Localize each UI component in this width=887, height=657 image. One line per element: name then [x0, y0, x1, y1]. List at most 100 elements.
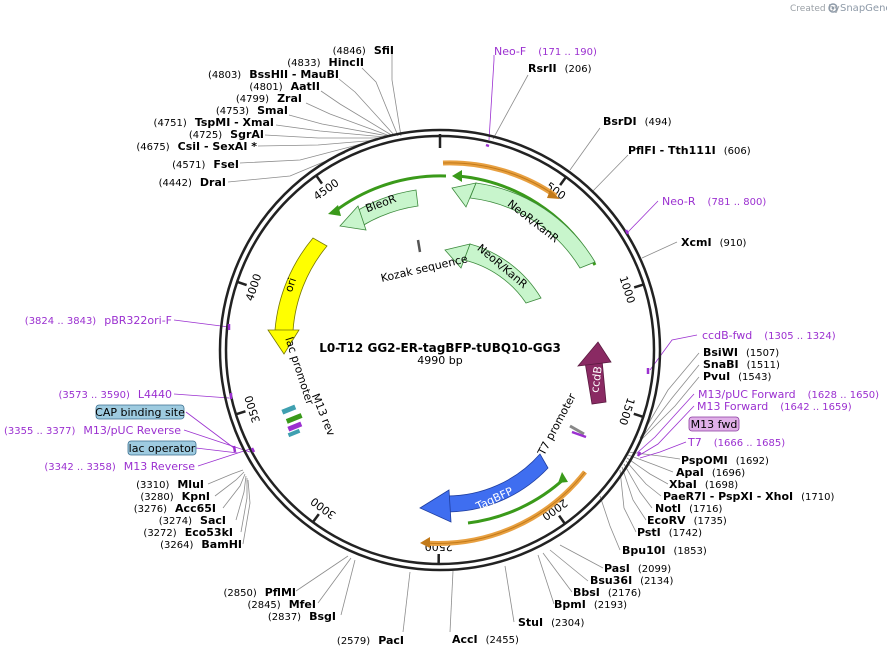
site-position: (4751) — [154, 118, 187, 129]
site-label: KpnI — [182, 490, 210, 503]
site-position: (1543) — [738, 372, 771, 383]
site-label: AatII — [291, 80, 320, 93]
site-label: BsgI — [309, 610, 336, 623]
site-position: (4803) — [208, 70, 241, 81]
site-label: XbaI — [669, 478, 697, 491]
lac-operator-box: lac operator — [127, 440, 197, 456]
feature-neor-inner: NeoR/KanR — [444, 242, 542, 304]
primer-position: (3573 .. 3590) — [58, 390, 130, 401]
site-label: Eco53kI — [185, 526, 233, 539]
lac-operator-label: lac operator — [129, 442, 196, 455]
primer-position: (171 .. 190) — [538, 47, 597, 58]
ccdb-label: ccdB — [588, 365, 605, 393]
site-position: (4571) — [172, 160, 205, 171]
site-position: (2134) — [640, 576, 673, 587]
site-label: BbsI — [573, 586, 600, 599]
green-arc-bottom — [467, 472, 568, 525]
site-position: (4442) — [159, 178, 192, 189]
site-position: (3276) — [134, 504, 167, 515]
site-label: NotI — [655, 502, 681, 515]
site-position: (3274) — [159, 516, 192, 527]
plasmid-length: 4990 bp — [417, 354, 462, 367]
site-label: PaeR7I - PspXI - XhoI — [663, 490, 793, 503]
tick-mark — [311, 513, 320, 523]
site-position: (1716) — [689, 504, 722, 515]
site-label: RsrII — [528, 62, 557, 75]
tick-label: 3500 — [242, 394, 263, 425]
site-label: SnaBI — [703, 358, 739, 371]
site-position: (4833) — [287, 58, 320, 69]
primer-position: (1305 .. 1324) — [764, 331, 836, 342]
primer-label: Neo-F — [494, 45, 526, 58]
site-label: MluI — [177, 478, 204, 491]
site-position: (910) — [720, 238, 747, 249]
site-label: SgrAI — [230, 128, 264, 141]
primer-label: M13 Reverse — [124, 460, 195, 473]
site-position: (4675) — [136, 142, 169, 153]
site-label: DraI — [200, 176, 226, 189]
site-position: (1696) — [712, 468, 745, 479]
site-position: (1507) — [746, 348, 779, 359]
tick-mark — [236, 280, 248, 287]
tick-label: 4500 — [311, 176, 341, 203]
primer-position: (1628 .. 1650) — [808, 390, 880, 401]
site-label: AccI — [452, 633, 478, 646]
cap-site-label: CAP binding site — [95, 406, 185, 419]
site-label: BsiWI — [703, 346, 738, 359]
site-position: (4801) — [249, 82, 282, 93]
site-position: (1742) — [669, 528, 702, 539]
plasmid-name: L0-T12 GG2-ER-tagBFP-tUBQ10-GG3 — [319, 341, 561, 355]
site-label: PvuI — [703, 370, 730, 383]
site-position: (2193) — [594, 600, 627, 611]
feature-t7-promoter: T7 promoter — [535, 391, 587, 459]
site-position: (2845) — [247, 600, 280, 611]
green-arc-bleo — [328, 174, 447, 216]
primer-labels: Neo-F(171 .. 190)Neo-R(781 .. 800)ccdB-f… — [4, 45, 879, 473]
site-position: (3310) — [136, 480, 169, 491]
site-position: (3264) — [160, 540, 193, 551]
tick-label: 1500 — [616, 396, 637, 427]
site-position: (2850) — [223, 588, 256, 599]
primer-position: (1642 .. 1659) — [780, 402, 852, 413]
site-label: XcmI — [681, 236, 712, 249]
snapgene-logo-icon — [828, 3, 838, 13]
tick-mark — [315, 174, 323, 185]
primer-position: (781 .. 800) — [708, 197, 767, 208]
credit-brand: SnapGene — [840, 3, 887, 14]
site-position: (1853) — [674, 546, 707, 557]
primer-label: M13/pUC Reverse — [83, 424, 181, 437]
kozak-label: Kozak sequence — [379, 252, 469, 285]
site-label: SmaI — [257, 104, 288, 117]
site-label: MfeI — [289, 598, 316, 611]
feature-ori: ori — [267, 237, 328, 355]
cap-binding-site-box: CAP binding site — [95, 404, 185, 420]
site-label: SfiI — [374, 44, 394, 57]
site-label: Bpu10I — [622, 544, 666, 557]
primer-label: ccdB-fwd — [702, 329, 752, 342]
site-position: (606) — [724, 146, 751, 157]
site-label: PacI — [378, 634, 404, 647]
primer-position: (1666 .. 1685) — [714, 438, 786, 449]
site-label: FseI — [213, 158, 239, 171]
primer-marks — [227, 143, 650, 457]
site-position: (2455) — [486, 635, 519, 646]
site-label: PflFI - Tth111I — [628, 144, 716, 157]
tick-mark — [558, 514, 566, 525]
site-position: (206) — [565, 64, 592, 75]
m13-fwd-label: M13 fwd — [691, 418, 738, 431]
site-position: (2304) — [551, 618, 584, 629]
site-position: (4799) — [236, 94, 269, 105]
site-label: StuI — [518, 616, 543, 629]
primer-position: (3355 .. 3377) — [4, 426, 76, 437]
site-label: SacI — [200, 514, 226, 527]
site-label: Bsu36I — [590, 574, 632, 587]
site-position: (3272) — [143, 528, 176, 539]
label-leader-lines — [207, 53, 700, 633]
site-label: EcoRV — [647, 514, 686, 527]
site-label: PflMI — [265, 586, 296, 599]
site-position: (2579) — [337, 636, 370, 647]
t7-promoter-label: T7 promoter — [535, 391, 579, 459]
site-position: (2176) — [608, 588, 641, 599]
site-position: (4725) — [189, 130, 222, 141]
